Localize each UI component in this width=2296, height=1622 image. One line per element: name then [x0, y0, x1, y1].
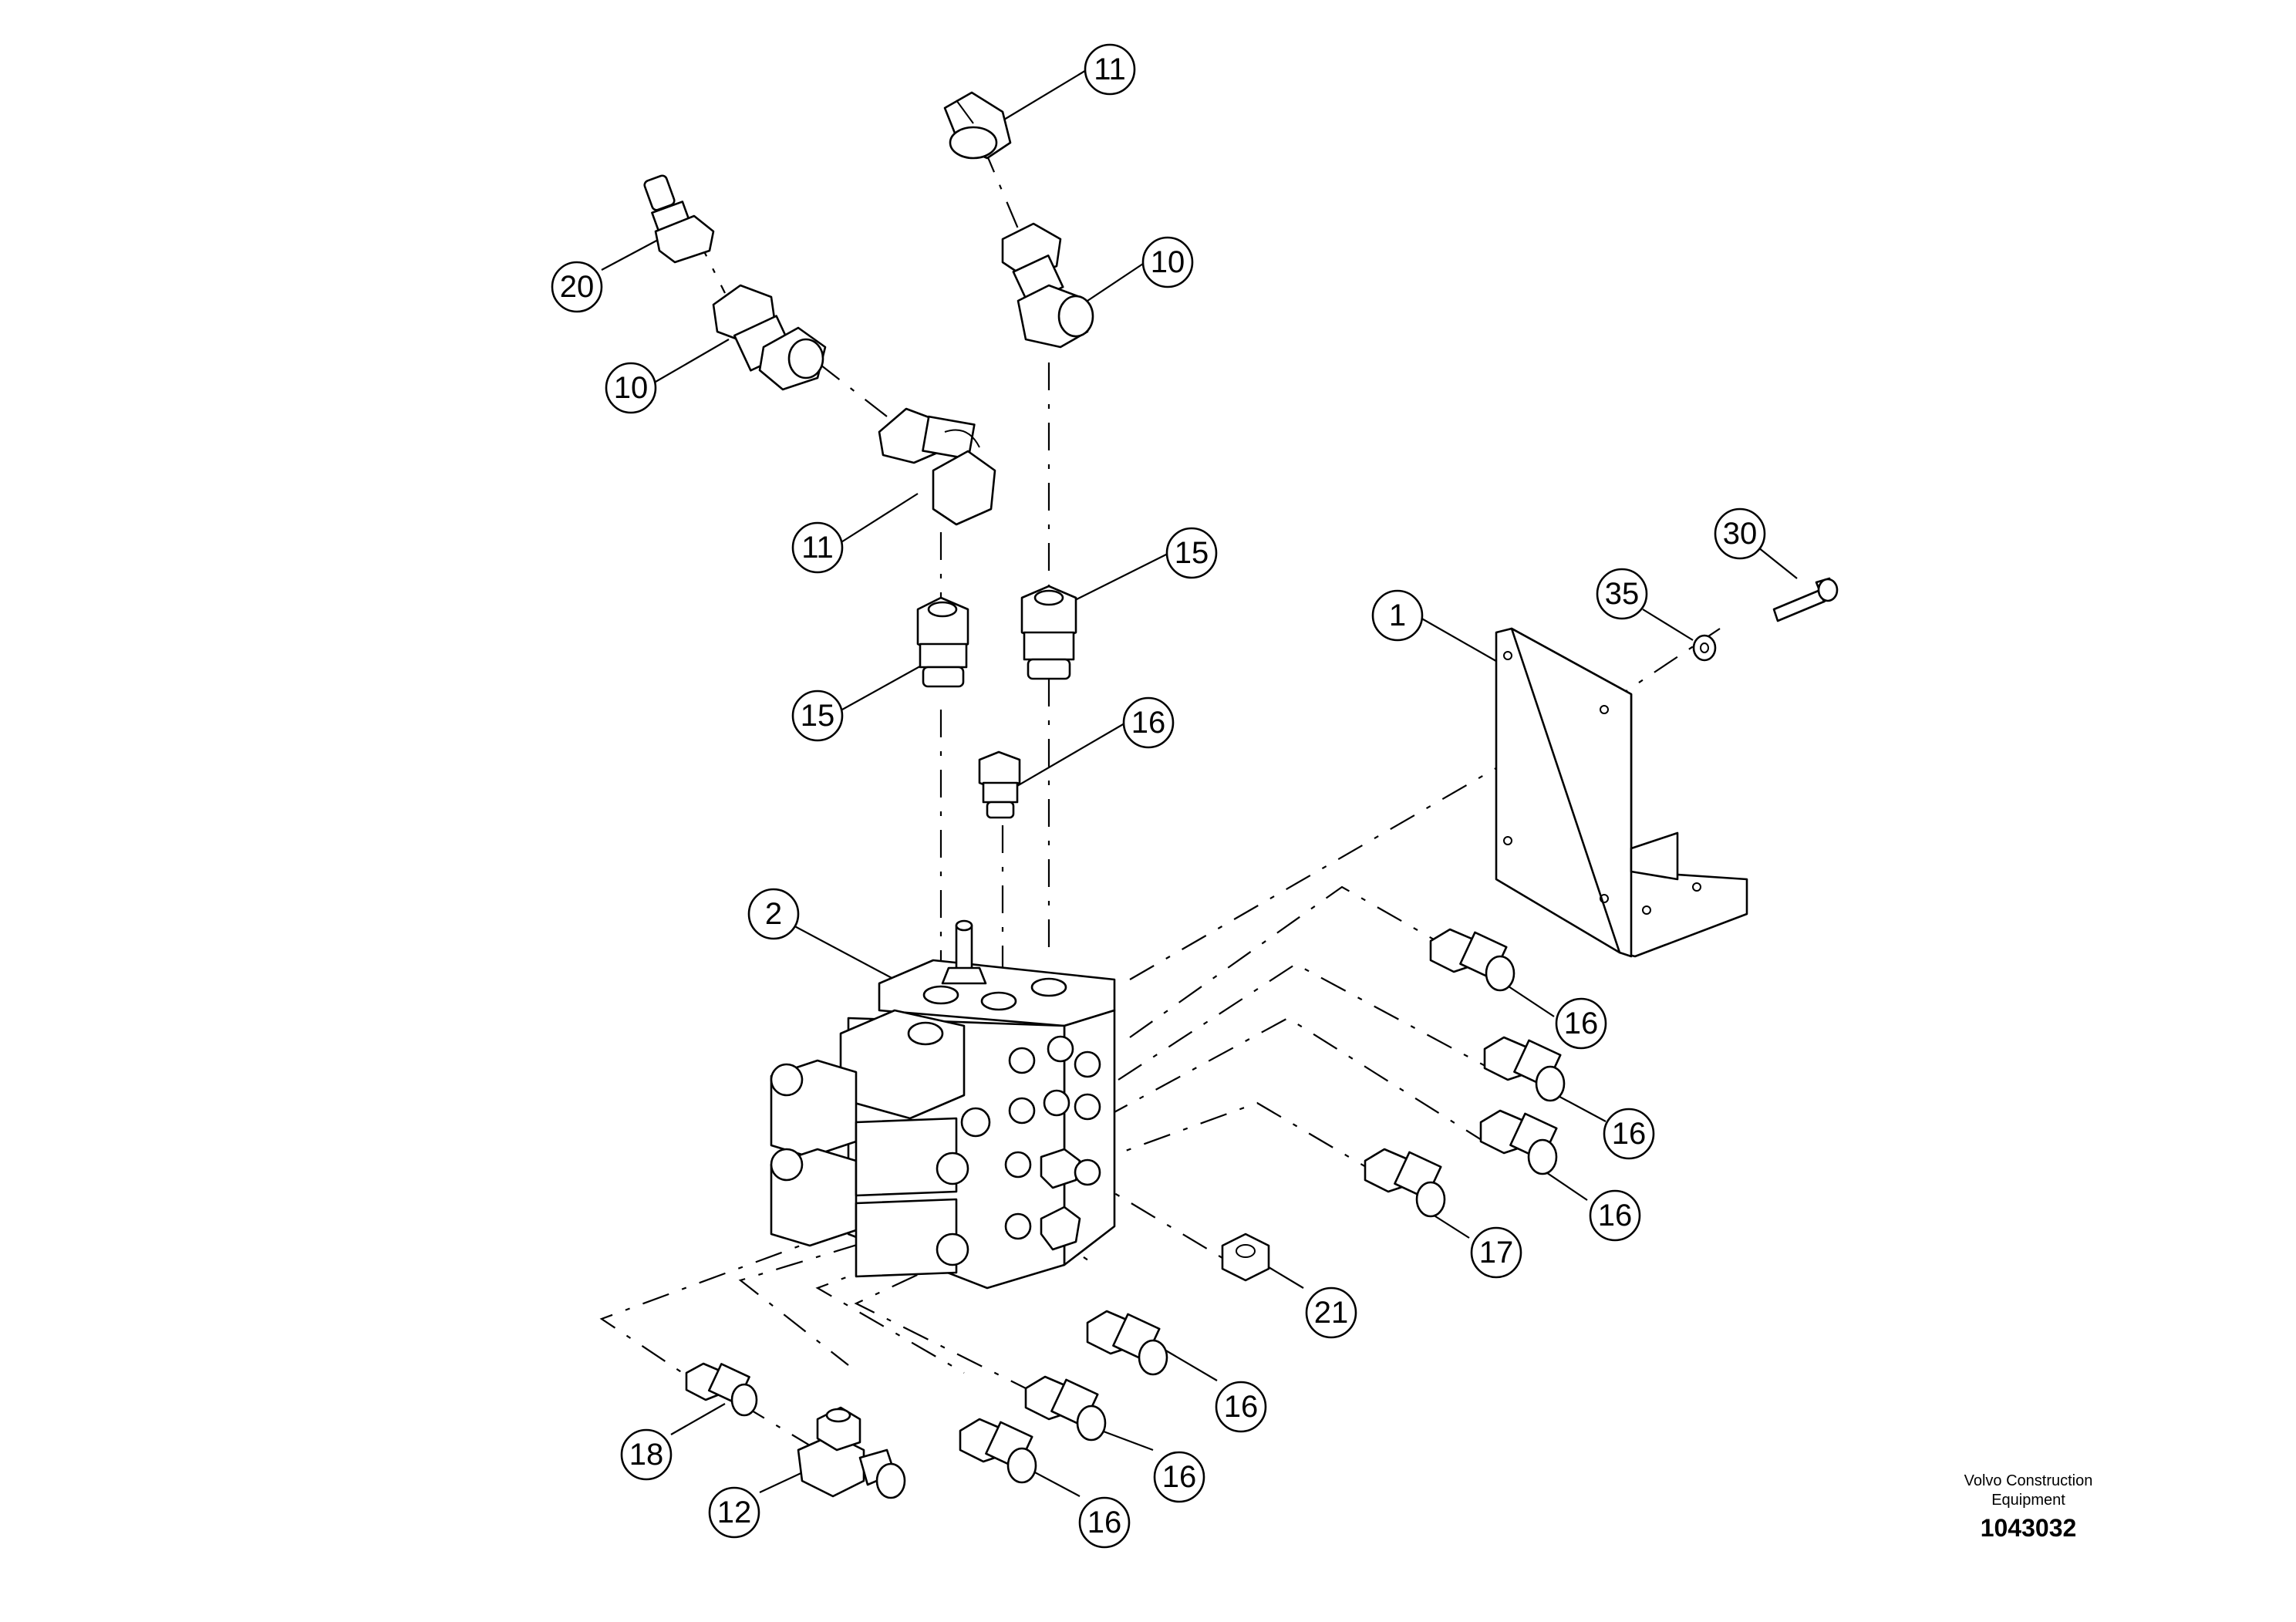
callout-20: 20 — [551, 261, 603, 313]
svg-text:12: 12 — [717, 1496, 752, 1529]
adapter-18 — [685, 1362, 758, 1417]
svg-text:30: 30 — [1723, 517, 1758, 551]
brand-line-2: Equipment — [1991, 1492, 2065, 1509]
callout-10-left: 10 — [605, 362, 657, 414]
svg-text:16: 16 — [1612, 1117, 1647, 1151]
svg-text:15: 15 — [1175, 536, 1209, 570]
svg-text:15: 15 — [801, 699, 835, 733]
adapter-16-b3 — [959, 1418, 1037, 1484]
svg-text:10: 10 — [1151, 245, 1185, 279]
callout-35: 35 — [1596, 568, 1648, 620]
callout-16-r1: 16 — [1555, 997, 1607, 1050]
valve-block-2 — [770, 919, 1116, 1290]
svg-text:2: 2 — [765, 897, 782, 931]
callout-11-left: 11 — [791, 521, 844, 574]
svg-text:16: 16 — [1598, 1199, 1633, 1233]
adapter-16-r1 — [1429, 928, 1515, 992]
callout-16-r3: 16 — [1589, 1189, 1641, 1242]
svg-text:16: 16 — [1131, 706, 1166, 740]
leader-lines — [601, 69, 1798, 1497]
brand-label: Volvo Construction Equipment — [1913, 1472, 2144, 1510]
adapter-16-b1 — [1086, 1310, 1168, 1376]
test-point-20 — [643, 174, 715, 264]
elbow-11-left — [878, 407, 996, 526]
svg-text:1: 1 — [1389, 599, 1406, 632]
document-number: 1043032 — [1980, 1514, 2077, 1542]
callout-12: 12 — [708, 1486, 760, 1539]
callout-17: 17 — [1470, 1226, 1522, 1279]
svg-text:35: 35 — [1605, 577, 1640, 611]
svg-text:11: 11 — [801, 531, 834, 565]
callout-15-right: 15 — [1165, 527, 1218, 579]
adapter-16-top — [978, 750, 1021, 819]
svg-text:11: 11 — [1094, 52, 1126, 86]
callout-11-top: 11 — [1084, 43, 1136, 96]
svg-text:10: 10 — [614, 371, 649, 405]
svg-text:17: 17 — [1479, 1236, 1514, 1270]
washer-35 — [1692, 634, 1717, 662]
brand-line-1: Volvo Construction — [1964, 1472, 2093, 1489]
fitting-10-left — [712, 284, 827, 391]
callout-18: 18 — [620, 1428, 673, 1481]
adapter-16-r2 — [1483, 1036, 1566, 1102]
callout-30: 30 — [1714, 508, 1766, 560]
callouts: 11 10 20 10 11 15 15 16 — [551, 43, 1766, 1549]
adapter-16-r3 — [1479, 1109, 1558, 1175]
callout-16-r2: 16 — [1603, 1108, 1655, 1160]
fitting-10-right — [1001, 222, 1094, 349]
tee-12 — [797, 1406, 906, 1499]
svg-text:21: 21 — [1314, 1296, 1349, 1330]
callout-1: 1 — [1371, 589, 1424, 642]
svg-text:20: 20 — [560, 270, 595, 304]
callout-16-b1: 16 — [1215, 1381, 1267, 1433]
callout-16-top: 16 — [1122, 696, 1175, 749]
adapter-15-left — [916, 596, 969, 688]
callout-15-left: 15 — [791, 690, 844, 742]
svg-text:18: 18 — [629, 1438, 664, 1472]
plug-21 — [1221, 1233, 1270, 1282]
adapter-15-right — [1020, 585, 1077, 680]
bolt-30 — [1772, 577, 1839, 622]
adapter-17 — [1364, 1148, 1446, 1218]
svg-text:16: 16 — [1162, 1460, 1197, 1494]
callout-10-right: 10 — [1141, 236, 1194, 288]
callout-16-b3: 16 — [1078, 1496, 1131, 1549]
adapter-16-b2 — [1024, 1375, 1107, 1442]
callout-2: 2 — [747, 888, 800, 940]
fitting-11-top — [943, 91, 1012, 160]
callout-21: 21 — [1305, 1286, 1357, 1339]
svg-text:16: 16 — [1224, 1390, 1259, 1424]
callout-16-b2: 16 — [1153, 1451, 1205, 1503]
bracket-1 — [1495, 627, 1748, 958]
svg-text:16: 16 — [1087, 1506, 1122, 1539]
svg-text:16: 16 — [1564, 1007, 1599, 1040]
